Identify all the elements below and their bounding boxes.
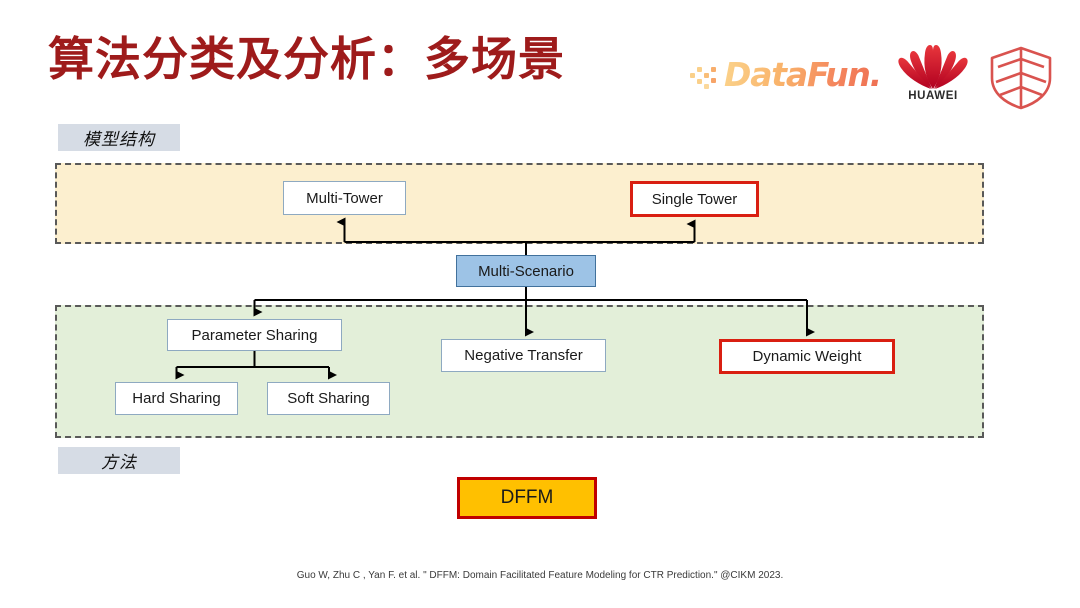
huawei-wordmark: HUAWEI — [908, 90, 958, 102]
node-dynamic-weight[interactable]: Dynamic Weight — [719, 339, 895, 374]
node-soft-sharing[interactable]: Soft Sharing — [267, 382, 390, 415]
node-multi-scenario[interactable]: Multi-Scenario — [456, 255, 596, 287]
node-dffm[interactable]: DFFM — [457, 477, 597, 519]
node-parameter-sharing[interactable]: Parameter Sharing — [167, 319, 342, 351]
huawei-flower-icon — [898, 45, 968, 89]
node-negative-transfer[interactable]: Negative Transfer — [441, 339, 606, 372]
huawei-logo: HUAWEI — [892, 45, 974, 109]
section-tag-method: 方法 — [58, 447, 180, 474]
datafun-dots-icon — [690, 63, 722, 89]
node-multi-tower[interactable]: Multi-Tower — [283, 181, 406, 215]
node-single-tower[interactable]: Single Tower — [630, 181, 759, 217]
page-title: 算法分类及分析：多场景 — [48, 32, 565, 86]
shield-logo — [990, 46, 1052, 110]
datafun-logo-text: DataFun. — [724, 55, 882, 94]
node-hard-sharing[interactable]: Hard Sharing — [115, 382, 238, 415]
logo-row: DataFun. — [690, 45, 1060, 111]
citation-text: Guo W, Zhu C , Yan F. et al. " DFFM: Dom… — [296, 570, 784, 581]
section-tag-structure: 模型结构 — [58, 124, 180, 151]
structure-band — [55, 163, 984, 244]
datafun-logo: DataFun. — [690, 53, 882, 101]
